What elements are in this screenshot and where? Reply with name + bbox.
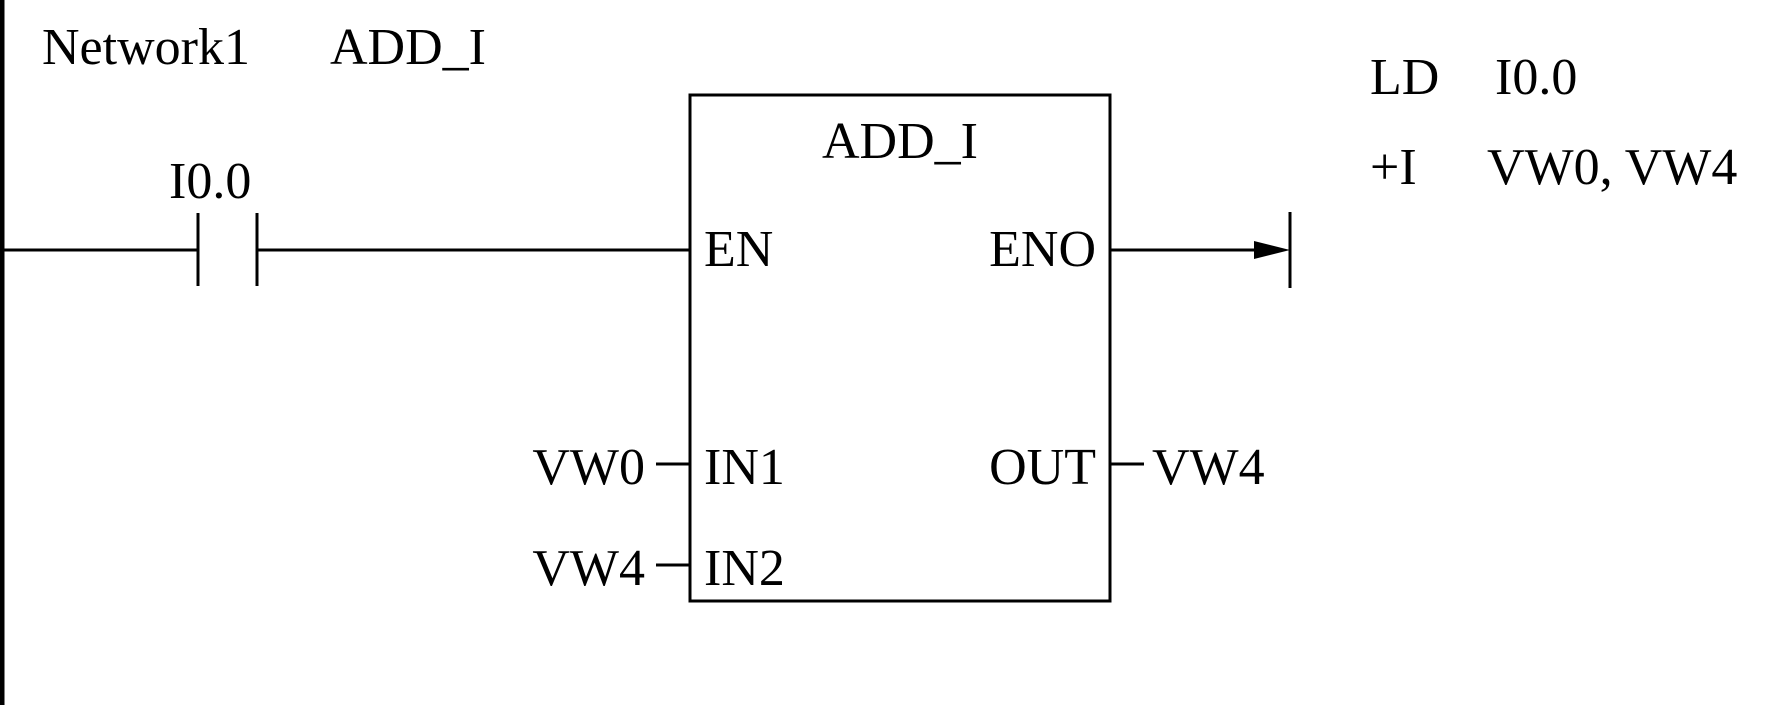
pin-in2: IN2 <box>704 540 785 597</box>
network-title: ADD_I <box>330 19 486 76</box>
normally-open-contact <box>196 213 259 286</box>
operand-in2: VW4 <box>532 540 645 597</box>
contact-address: I0.0 <box>169 153 251 210</box>
stl-line2-arg: VW0, VW4 <box>1487 139 1737 196</box>
stl-line1-arg: I0.0 <box>1495 49 1577 106</box>
eno-arrowhead <box>1254 241 1290 259</box>
pin-en: EN <box>704 221 773 278</box>
box-title: ADD_I <box>822 113 978 170</box>
operand-out: VW4 <box>1152 439 1265 496</box>
add-i-function-box <box>688 93 1112 603</box>
pin-in1: IN1 <box>704 439 785 496</box>
pin-eno: ENO <box>989 221 1096 278</box>
pin-out: OUT <box>989 439 1096 496</box>
stl-line1-op: LD <box>1370 49 1439 106</box>
network-label: Network1 <box>42 19 250 76</box>
stl-line2-op: +I <box>1370 139 1417 196</box>
operand-in1: VW0 <box>532 439 645 496</box>
